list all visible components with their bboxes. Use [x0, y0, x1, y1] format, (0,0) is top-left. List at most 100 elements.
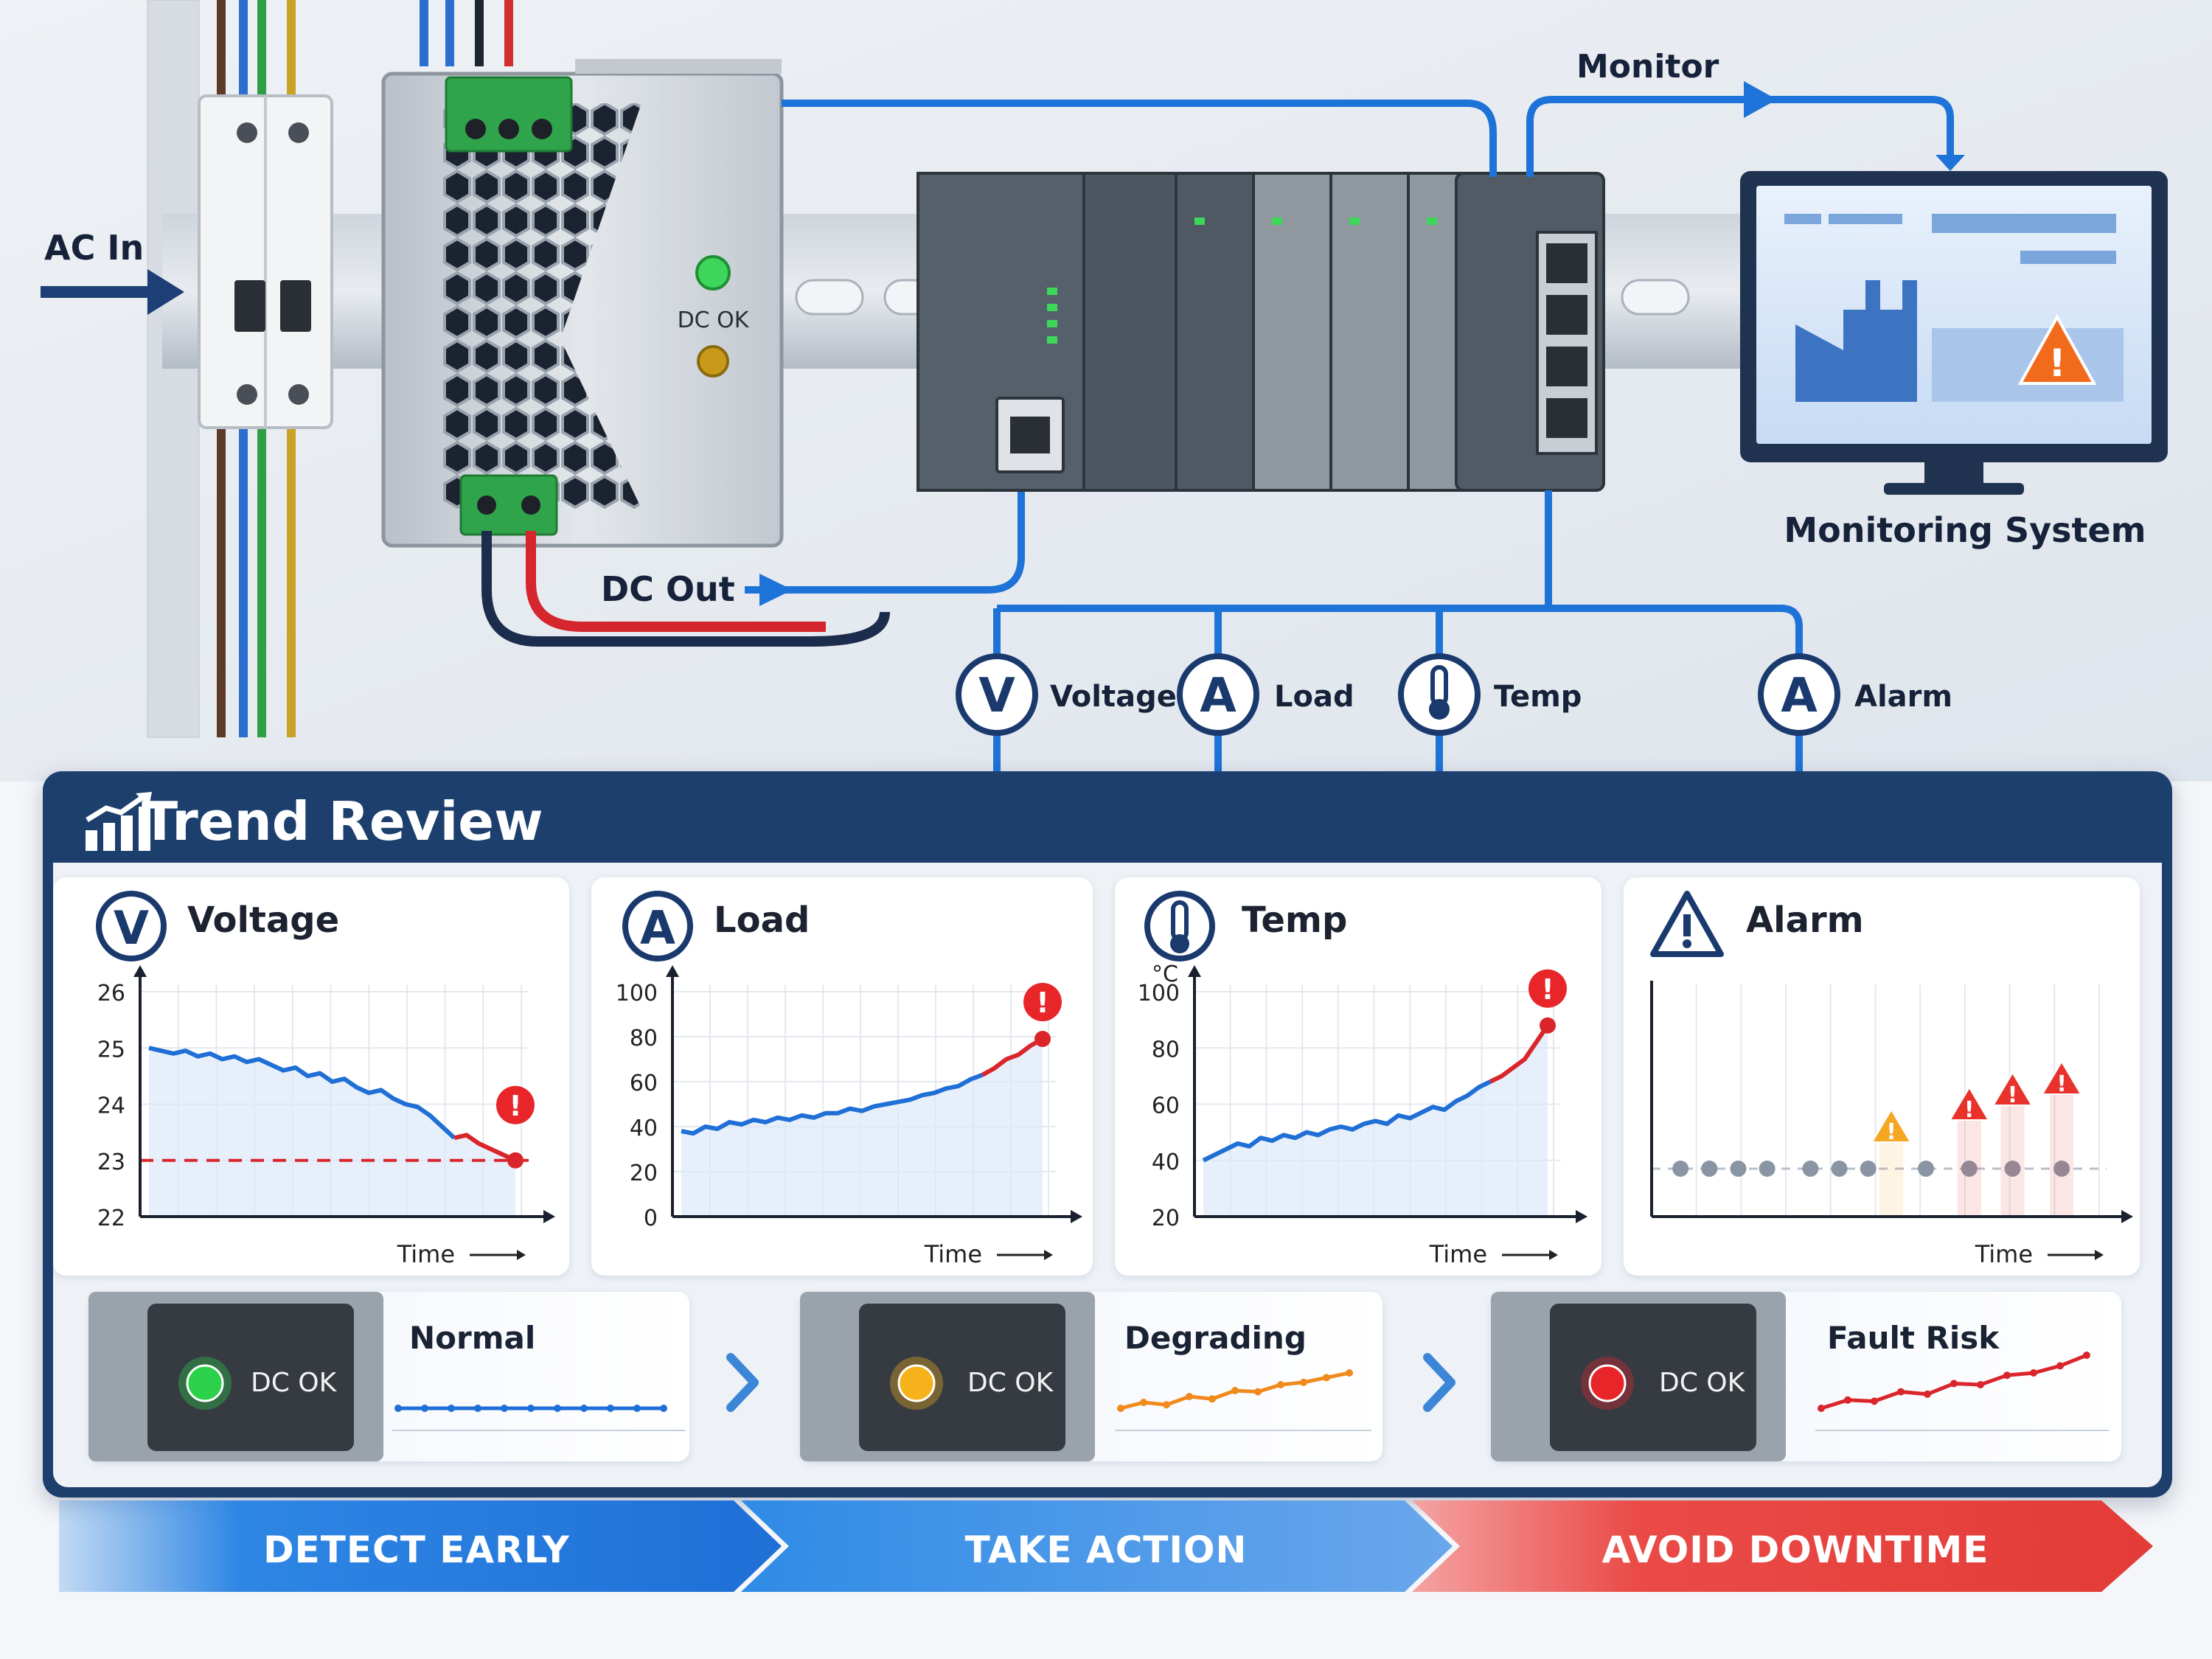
y-tick-label: 23	[97, 1150, 125, 1175]
psu-adjust-potentiometer	[697, 345, 729, 378]
alarm-chart: !!!!Time	[1650, 981, 2133, 1268]
led-panel	[1550, 1304, 1756, 1451]
x-label-arrowhead	[1044, 1250, 1053, 1260]
mini-trend-point	[421, 1405, 428, 1412]
status-led	[186, 1364, 224, 1402]
event-mark: !	[2056, 1071, 2067, 1097]
event-point-normal	[1730, 1161, 1747, 1177]
mini-trend-point	[394, 1405, 402, 1412]
event-alarm-icon	[1992, 1071, 2034, 1106]
event-point-normal	[1918, 1161, 1935, 1177]
led-panel	[147, 1304, 354, 1451]
y-tick-label: 100	[1138, 981, 1180, 1006]
mini-trend-point	[1231, 1387, 1239, 1394]
alert-mark: !	[1541, 973, 1554, 1006]
mini-trend-point	[527, 1405, 535, 1412]
series-area	[149, 1048, 515, 1217]
x-axis-arrow	[2121, 1210, 2133, 1223]
event-alarm-icon	[1949, 1086, 1990, 1121]
signal-bus	[993, 490, 1803, 774]
y-tick-label: 25	[97, 1037, 125, 1062]
chart-title-load: Load	[714, 900, 810, 941]
x-axis-label: Time	[924, 1240, 982, 1268]
status-graphics	[88, 1292, 2109, 1461]
y-tick-label: 26	[97, 981, 125, 1006]
dc-out-label: DC Out	[601, 569, 735, 609]
monitoring-system-display: !	[1740, 171, 2168, 495]
load-icon: A	[622, 891, 693, 961]
event-mark: !	[1886, 1119, 1896, 1145]
process-banner	[59, 1500, 2153, 1592]
y-tick-label: 60	[630, 1071, 658, 1096]
mini-trend-point	[1277, 1381, 1284, 1388]
banner-text-avoid: AVOID DOWNTIME	[1601, 1528, 1989, 1571]
event-point-normal	[1961, 1161, 1978, 1177]
psu-dc-ok-label: DC OK	[678, 307, 750, 333]
signal-label-voltage: Voltage	[1050, 680, 1177, 714]
signal-badge-alarm: A	[1758, 653, 1840, 736]
monitor-arrow-down	[1935, 155, 1965, 171]
mini-trend-point	[554, 1405, 561, 1412]
mini-trend-point	[2003, 1371, 2011, 1380]
x-axis-label: Time	[1975, 1240, 2033, 1268]
x-axis-arrow	[1071, 1210, 1082, 1223]
y-tick-label: 40	[1152, 1150, 1180, 1175]
thermometer-icon	[1144, 891, 1215, 961]
banner-step-detect	[59, 1500, 782, 1592]
y-tick-label: 80	[630, 1026, 658, 1051]
mini-trend-point	[1254, 1388, 1262, 1396]
x-axis-label: Time	[1429, 1240, 1487, 1268]
chevron-right-icon	[726, 1353, 759, 1412]
x-label-arrowhead	[517, 1250, 526, 1260]
series-line-alert	[1489, 1024, 1550, 1084]
mini-trend-point	[1300, 1378, 1307, 1386]
y-axis-arrow	[133, 965, 147, 977]
mini-trend-point	[2083, 1352, 2090, 1359]
y-tick-label: 22	[97, 1206, 125, 1231]
y-tick-label: 20	[630, 1161, 658, 1186]
svg-text:A: A	[1200, 669, 1237, 723]
svg-text:A: A	[1781, 669, 1818, 723]
event-point-normal	[1802, 1161, 1819, 1177]
y-tick-label: 40	[630, 1116, 658, 1141]
alert-point	[507, 1152, 524, 1169]
mini-trend-point	[607, 1405, 614, 1412]
signal-label-load: Load	[1274, 680, 1354, 714]
monitoring-system-label: Monitoring System	[1784, 510, 2146, 550]
y-tick-label: 100	[616, 981, 658, 1006]
y-tick-label: 0	[644, 1206, 658, 1231]
y-axis-arrow	[1188, 965, 1201, 977]
event-point-normal	[1759, 1161, 1775, 1177]
event-highlight-band	[1957, 1117, 1981, 1217]
series-line-normal	[681, 1073, 984, 1136]
mini-trend-point	[1323, 1374, 1330, 1382]
event-point-normal	[1701, 1161, 1718, 1177]
event-point-normal	[1672, 1161, 1689, 1177]
mini-trend-point	[1140, 1399, 1147, 1406]
y-tick-label: 80	[1152, 1037, 1180, 1062]
mini-trend-point	[580, 1405, 588, 1412]
chevron-right-icon	[1423, 1353, 1455, 1412]
screen-warning-mark: !	[2048, 341, 2066, 386]
status-led	[897, 1364, 936, 1402]
thermometer-icon	[1398, 653, 1481, 736]
event-highlight-band	[2050, 1091, 2074, 1217]
banner-text-action: TAKE ACTION	[964, 1528, 1248, 1571]
x-axis-arrow	[543, 1210, 555, 1223]
mini-trend-point	[1977, 1381, 1984, 1388]
dc-negative-wire	[481, 531, 890, 647]
top-network-cable	[782, 100, 1497, 177]
dc-out-cable	[745, 487, 1025, 594]
psu-dc-ok-led	[695, 255, 731, 291]
signal-label-alarm: Alarm	[1854, 680, 1952, 714]
led-panel	[859, 1304, 1065, 1451]
mini-trend-point	[1871, 1397, 1878, 1405]
voltage-icon: V	[96, 891, 167, 961]
event-highlight-band	[2000, 1102, 2025, 1217]
dc-out-arrow	[759, 574, 793, 606]
mini-trend-point	[1950, 1380, 1958, 1388]
mini-trend-point	[1924, 1390, 1931, 1398]
mini-trend-point	[1818, 1405, 1825, 1412]
